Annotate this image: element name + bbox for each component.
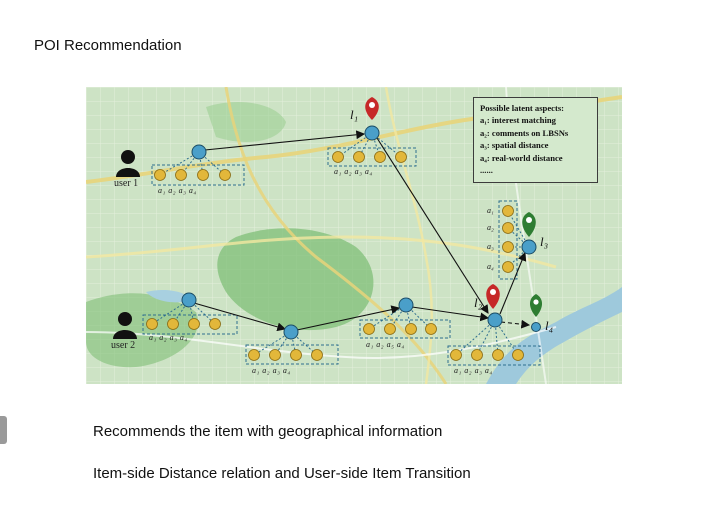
slide-title: POI Recommendation (34, 37, 182, 54)
lake (146, 289, 191, 303)
park-area-north (206, 102, 286, 142)
aspect-labels-mid: a₁ a₂ a₃ a₄ (252, 366, 291, 375)
aspect-col-label: a₄ (487, 262, 494, 271)
aspect-col-label: a₁ (487, 206, 494, 215)
location-label-l3: l₃ (540, 234, 549, 249)
caption-geographical: Recommends the item with geographical in… (93, 423, 443, 440)
aspect-group-mid (245, 344, 339, 365)
user-2-icon (113, 312, 137, 339)
major-road (384, 87, 434, 384)
aspect-labels-l1: a₁ a₂ a₃ a₄ (334, 167, 373, 176)
park-area-west (86, 293, 198, 368)
legend-heading: Possible latent aspects: (480, 103, 565, 113)
legend-item: ...... (480, 165, 493, 176)
legend-item: a₁: interest matching (480, 115, 556, 126)
aspect-labels-user2: a₁ a₂ a₃ a₄ (149, 333, 188, 342)
transition-arrows (193, 130, 531, 332)
aspect-labels-user1: a₁ a₂ a₃ a₄ (158, 186, 197, 195)
pin-red-icon-l1 (365, 97, 379, 120)
location-label-l2: l₂ (474, 295, 483, 310)
park-area (217, 228, 374, 331)
aspect-group-l3 (498, 200, 518, 280)
aspect-group-user1 (151, 164, 245, 186)
aspect-labels-l2mid: a₁ a₂ a₅ a₄ (366, 340, 405, 349)
aspect-col-label: a₂ (487, 223, 494, 232)
pin-red-icon-l2 (486, 284, 500, 309)
user-1-label: user 1 (114, 178, 139, 189)
major-road (86, 235, 557, 269)
minor-road (86, 326, 557, 359)
slide-side-tab[interactable] (0, 416, 7, 444)
aspect-group-l2mid (359, 319, 451, 339)
aspect-group-l2 (447, 345, 541, 366)
aspect-nodes (146, 151, 524, 361)
caption-distance-transition: Item-side Distance relation and User-sid… (93, 465, 471, 482)
legend-item: a₂: comments on LBSNs (480, 127, 569, 138)
pin-green-icon-l3 (522, 212, 536, 237)
legend-item: a₄: real-world distance (480, 152, 563, 163)
poi-map-figure: Possible latent aspects: a₁: interest ma… (86, 87, 622, 384)
aspect-labels-l2: a₁ a₂ a₃ a₄ (454, 366, 493, 375)
item-nodes (181, 125, 541, 340)
aspect-group-l1 (327, 147, 417, 167)
major-road (224, 87, 448, 384)
user-2-label: user 2 (111, 340, 136, 351)
legend-item: a₃: spatial distance (480, 140, 549, 151)
location-label-l1: l₁ (350, 107, 359, 122)
pin-green-icon-l4 (529, 294, 543, 317)
aspect-group-user2 (142, 314, 238, 335)
aspect-col-label: a₃ (487, 242, 494, 251)
latent-aspects-legend: Possible latent aspects: a₁: interest ma… (473, 97, 598, 183)
location-label-l4: l₄ (545, 318, 554, 333)
user-1-icon (116, 150, 140, 177)
